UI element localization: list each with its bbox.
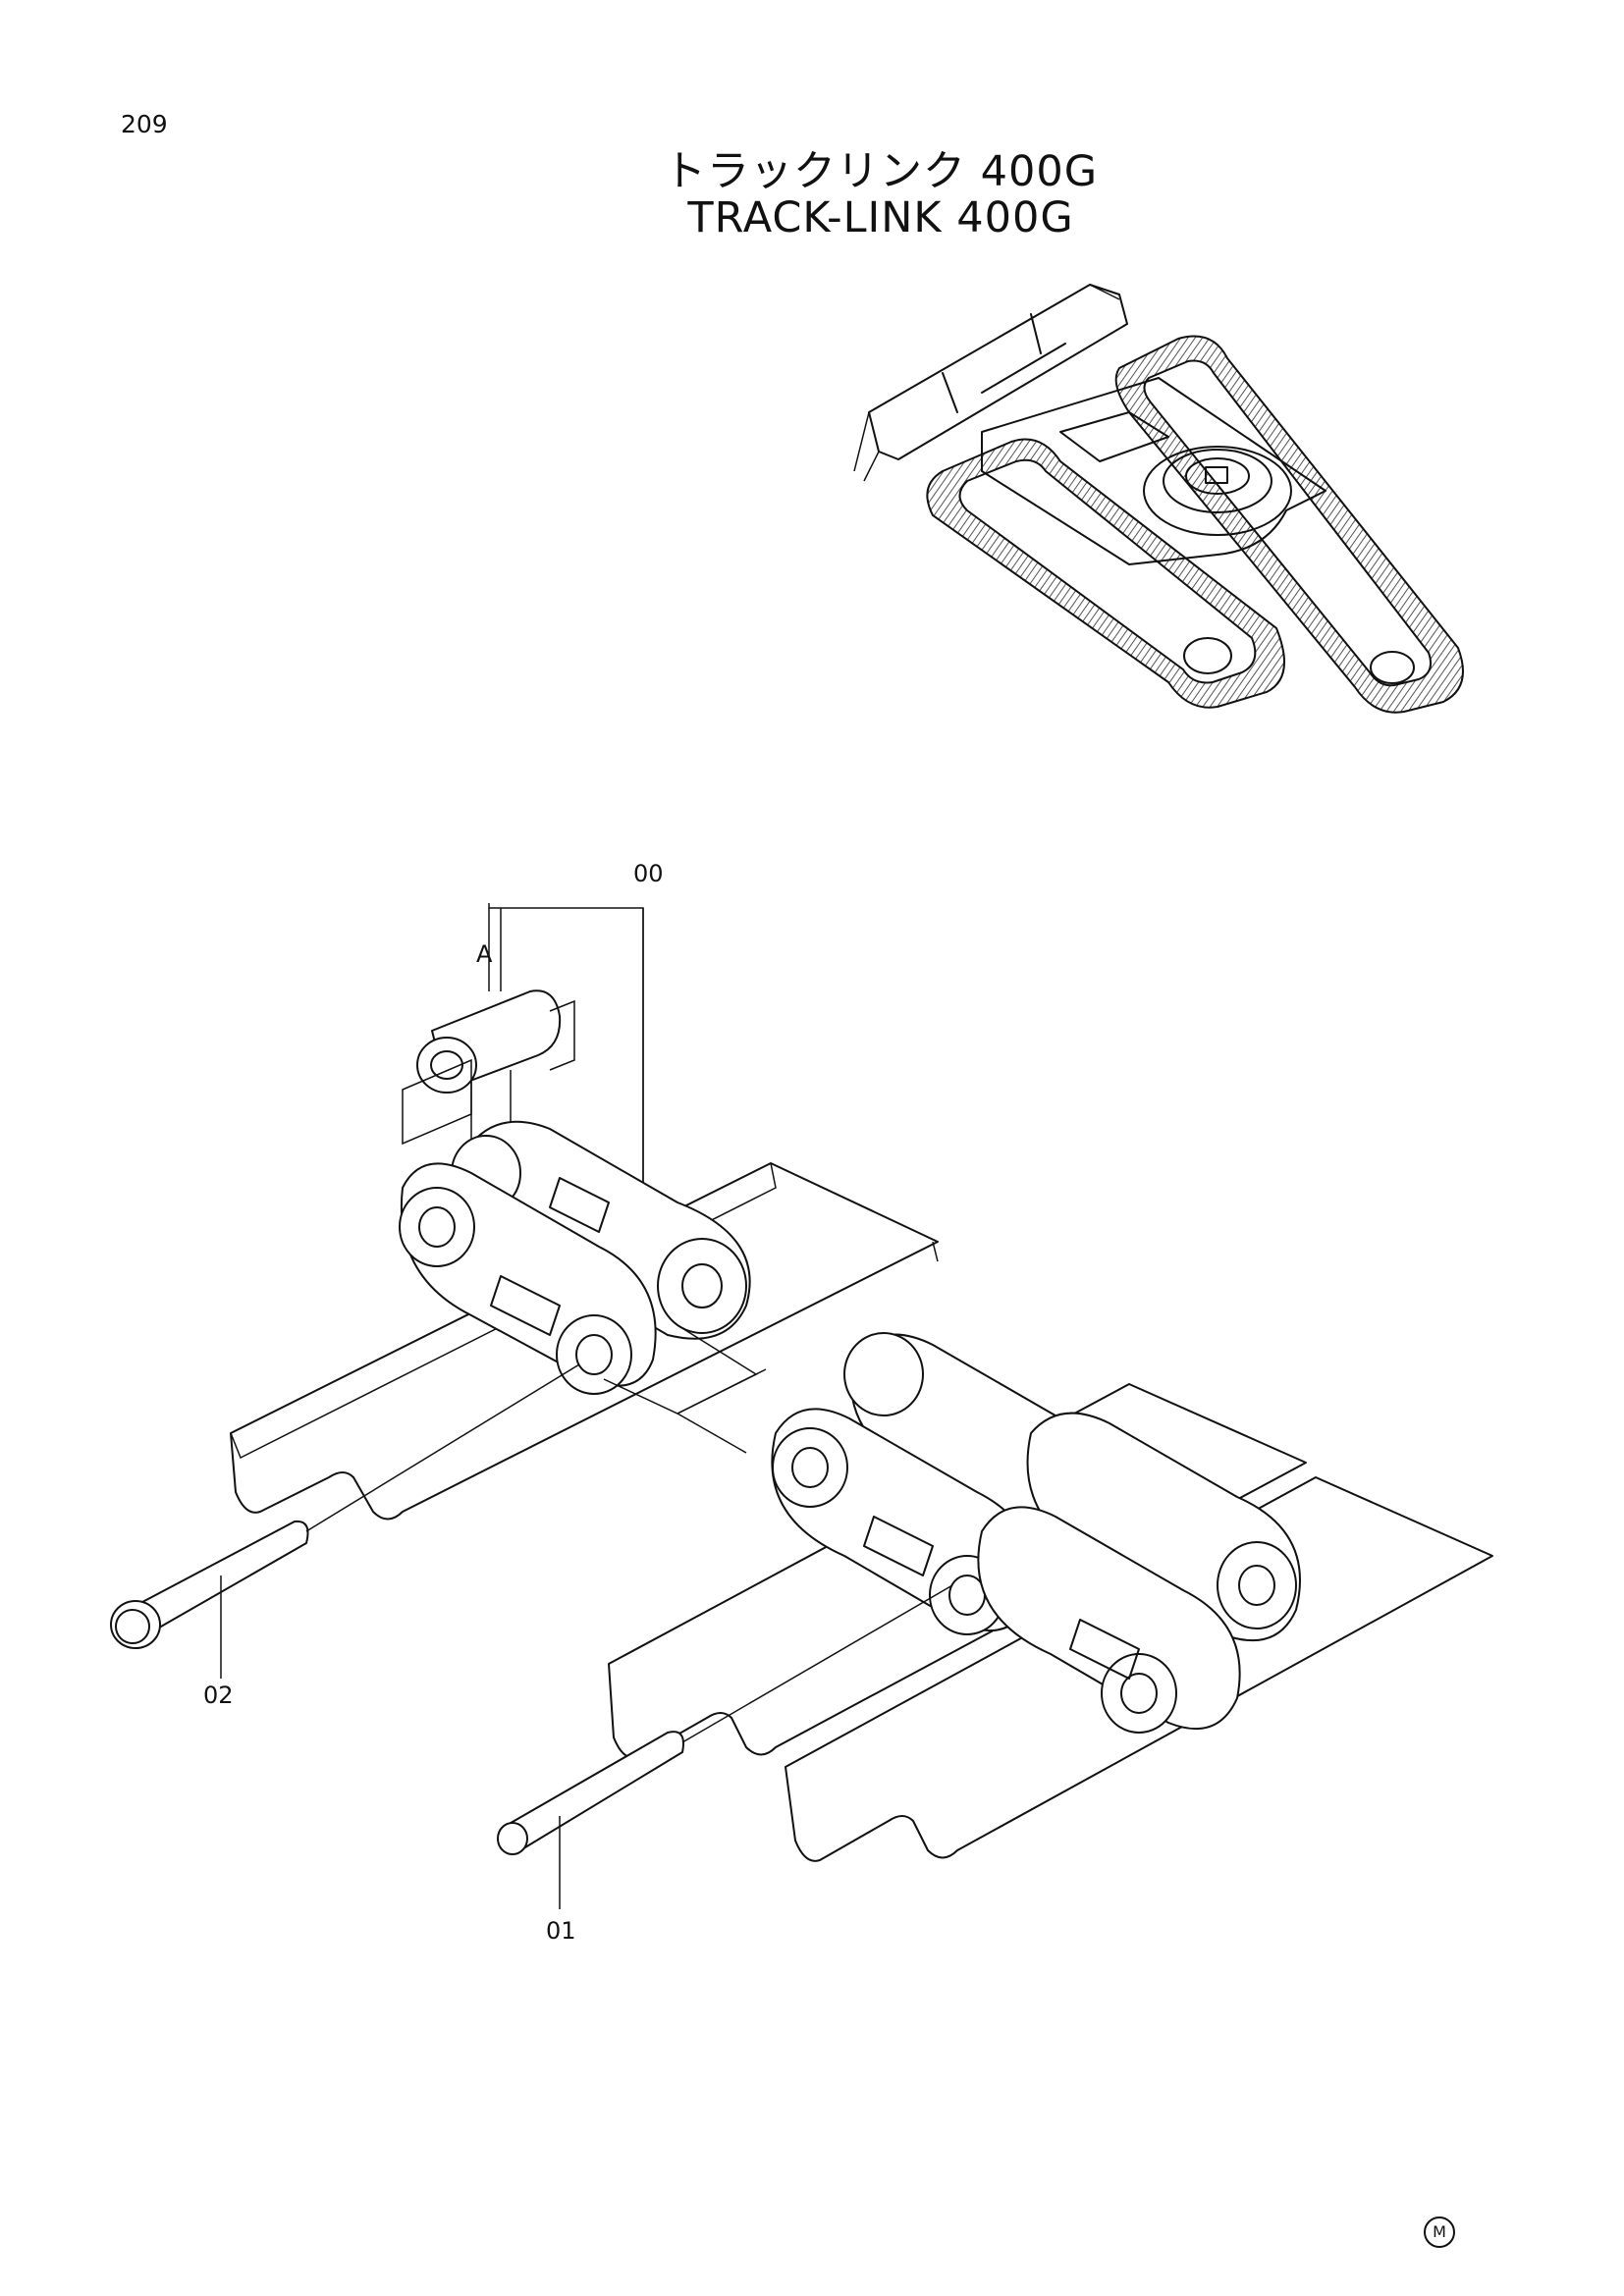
track-link-exploded-view xyxy=(110,903,1493,1909)
pin-01 xyxy=(497,1584,953,1909)
callout-02: 02 xyxy=(203,1682,234,1709)
bushing-detail-a xyxy=(402,989,575,1207)
track-link-lower xyxy=(677,1332,1301,1734)
track-link-upper xyxy=(399,1120,758,1415)
undercarriage-overview-illustration xyxy=(853,284,1464,714)
title-japanese: トラックリンク 400G xyxy=(663,147,1099,196)
callout-a: A xyxy=(476,940,493,968)
master-pin-02 xyxy=(110,1363,580,1679)
page-number: 209 xyxy=(121,110,168,138)
manufacturer-mark: M xyxy=(1424,2216,1455,2248)
callout-01: 01 xyxy=(546,1917,576,1945)
title-english: TRACK-LINK 400G xyxy=(687,193,1074,242)
callout-00: 00 xyxy=(633,860,664,887)
